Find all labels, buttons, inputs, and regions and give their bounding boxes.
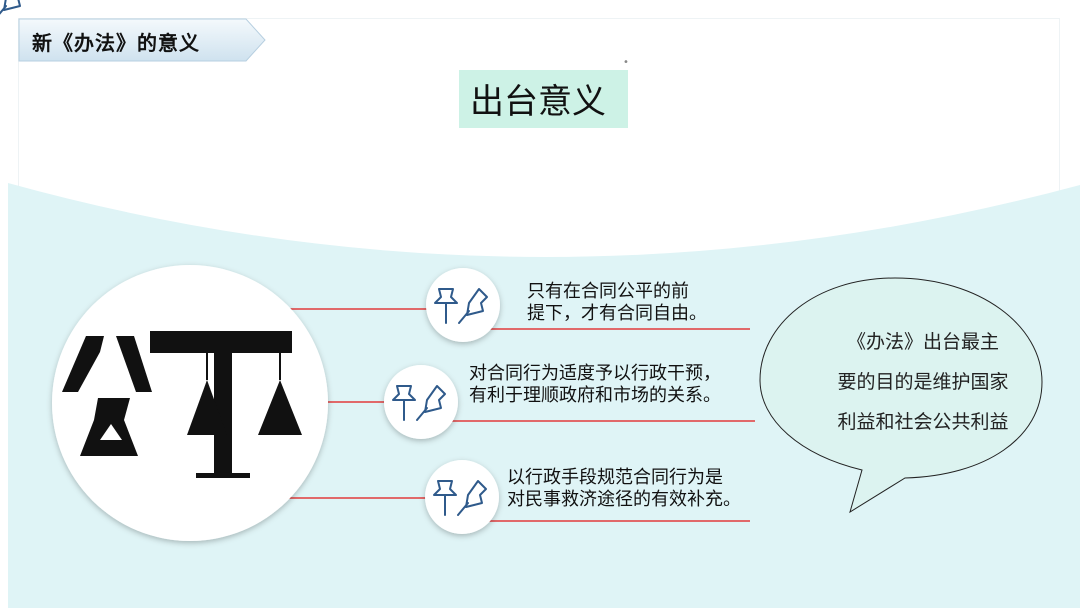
bubble-text: 《办法》出台最主 要的目的是维护国家 利益和社会公共利益	[837, 331, 1009, 433]
title-accent	[454, 70, 459, 128]
section-tag-label: 新《办法》的意义	[32, 31, 200, 55]
page-title: 出台意义	[470, 82, 606, 122]
pin-circle-2	[384, 365, 458, 439]
title-box	[454, 70, 628, 128]
section-tag	[18, 18, 266, 62]
item-text-2: 对合同行为适度予以行政干预， 有利于理顺政府和市场的关系。	[469, 363, 721, 406]
pin-circle-3	[425, 460, 499, 534]
item-text-1: 只有在合同公平的前 提下，才有合同自由。	[527, 281, 707, 324]
item-text-3: 以行政手段规范合同行为是 对民事救济途径的有效补充。	[507, 467, 741, 510]
pin-circle-1	[426, 268, 500, 342]
corner-mark: •	[623, 57, 629, 68]
scale-icon	[62, 331, 302, 478]
pushpin-icon	[0, 0, 21, 15]
speech-bubble	[759, 277, 1043, 514]
